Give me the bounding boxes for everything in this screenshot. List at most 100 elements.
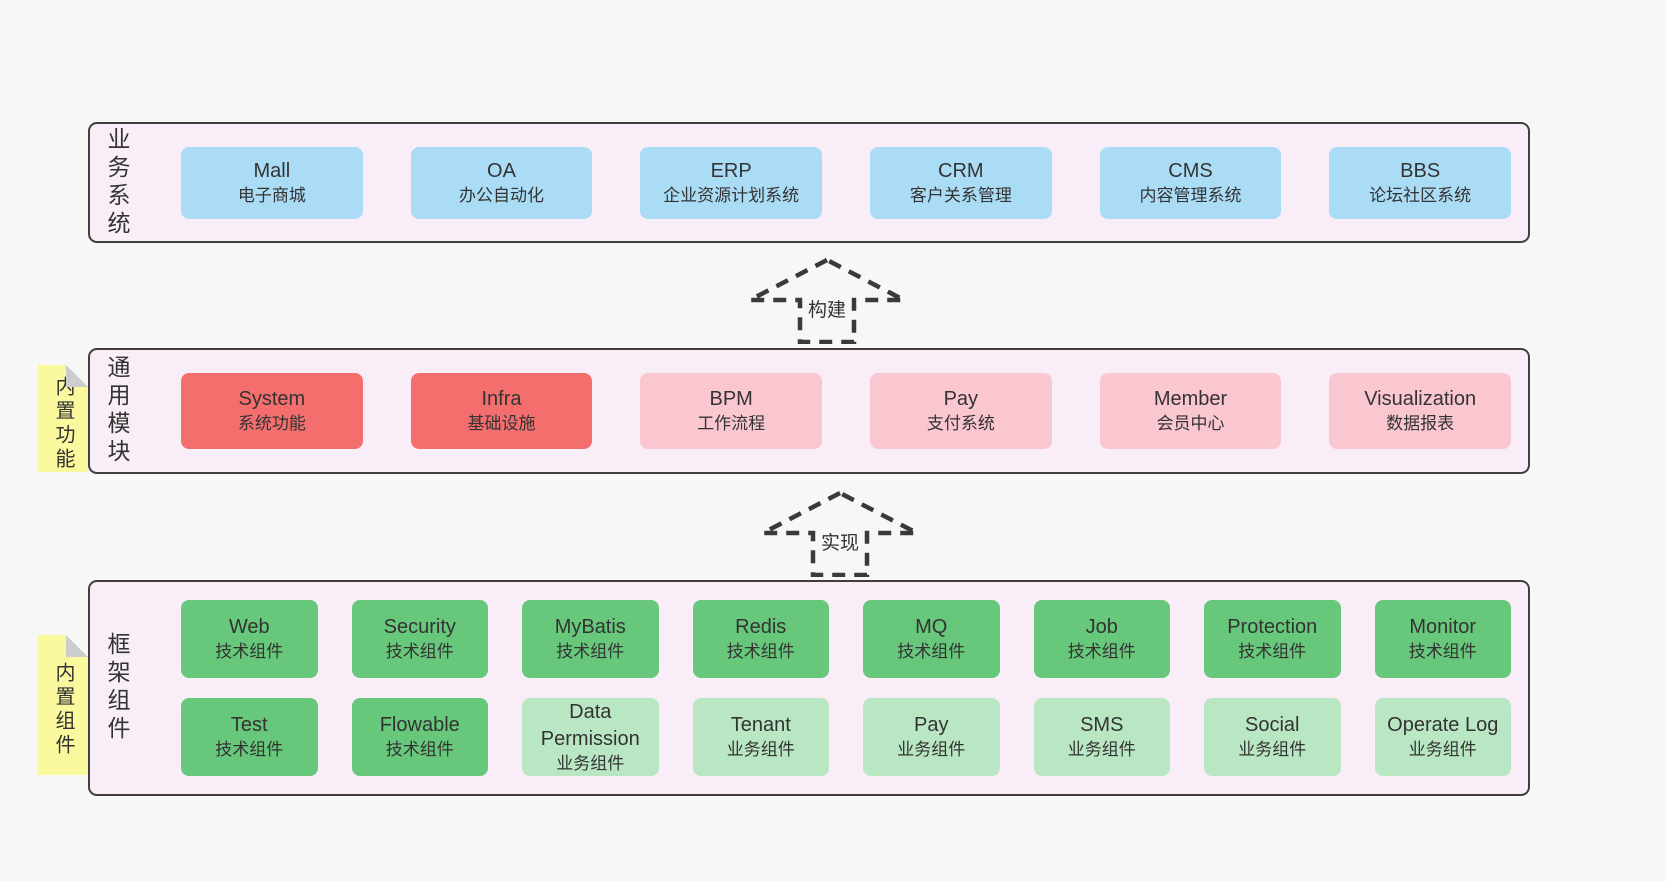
box-subtitle: 业务组件 [897, 740, 966, 760]
box-title: Web [228, 616, 270, 639]
band-label-modules: 通用模块 [104, 355, 130, 467]
box-title: Pay [914, 714, 949, 737]
box-title: OA [487, 159, 516, 182]
box-title: Security [383, 616, 456, 639]
business-systems-band: 业务系统 Mall 电子商城 OA 办公自动化 ERP 企业资源计划系统 CRM… [88, 122, 1530, 243]
box-visualization: Visualization 数据报表 [1329, 373, 1511, 449]
business-boxes-row: Mall 电子商城 OA 办公自动化 ERP 企业资源计划系统 CRM 客户关系… [181, 124, 1511, 241]
box-subtitle: 业务组件 [1067, 740, 1136, 760]
box-subtitle: 技术组件 [215, 740, 284, 760]
box-title: Infra [481, 388, 522, 411]
build-arrow: 构建 [742, 256, 912, 344]
box-operate-log: Operate Log 业务组件 [1374, 698, 1511, 776]
box-title: System [238, 388, 306, 411]
box-redis: Redis 技术组件 [692, 600, 829, 678]
dashed-up-arrow-icon [748, 257, 906, 344]
box-subtitle: 基础设施 [467, 414, 536, 434]
box-title: Monitor [1409, 616, 1477, 639]
box-title: Operate Log [1387, 714, 1499, 737]
box-subtitle: 客户关系管理 [909, 185, 1012, 205]
box-subtitle: 技术组件 [1238, 642, 1307, 662]
box-bbs: BBS 论坛社区系统 [1329, 146, 1511, 219]
box-sms: SMS 业务组件 [1033, 698, 1170, 776]
box-subtitle: 业务组件 [556, 753, 625, 773]
box-social: Social 业务组件 [1204, 698, 1341, 776]
framework-boxes-grid: Web 技术组件 Security 技术组件 MyBatis 技术组件 Redi… [181, 582, 1511, 794]
box-title: Social [1245, 714, 1300, 737]
box-subtitle: 系统功能 [237, 414, 306, 434]
box-subtitle: 电子商城 [237, 185, 306, 205]
build-arrow-label: 构建 [804, 294, 850, 323]
box-title: BPM [709, 388, 753, 411]
common-modules-band: 通用模块 System 系统功能 Infra 基础设施 BPM 工作流程 Pay… [88, 348, 1530, 474]
box-title: Job [1085, 616, 1118, 639]
box-subtitle: 技术组件 [385, 642, 454, 662]
box-mq: MQ 技术组件 [863, 600, 1000, 678]
box-subtitle: 业务组件 [1238, 740, 1307, 760]
box-subtitle: 数据报表 [1386, 414, 1455, 434]
box-pay-biz: Pay 业务组件 [863, 698, 1000, 776]
box-title: Protection [1227, 616, 1318, 639]
band-label-business: 业务系统 [104, 126, 130, 239]
modules-boxes-row: System 系统功能 Infra 基础设施 BPM 工作流程 Pay 支付系统… [181, 350, 1511, 472]
box-title: Pay [943, 388, 979, 411]
box-subtitle: 工作流程 [697, 414, 766, 434]
box-subtitle: 企业资源计划系统 [663, 185, 800, 205]
box-subtitle: 技术组件 [1067, 642, 1136, 662]
box-title: Mall [253, 159, 291, 182]
box-subtitle: 技术组件 [385, 740, 454, 760]
box-title: Redis [735, 616, 787, 639]
note-text: 内置组件 [52, 662, 74, 758]
box-subtitle: 业务组件 [1408, 740, 1477, 760]
built-in-features-note: 内置功能 [38, 365, 88, 472]
band-label-framework: 框架组件 [104, 632, 130, 744]
box-infra: Infra 基础设施 [410, 373, 593, 449]
box-erp: ERP 企业资源计划系统 [640, 146, 822, 219]
box-subtitle: 技术组件 [215, 642, 284, 662]
box-subtitle: 业务组件 [726, 740, 795, 760]
box-pay: Pay 支付系统 [870, 373, 1052, 449]
box-title: Data Permission [540, 700, 640, 750]
box-subtitle: 会员中心 [1156, 414, 1225, 434]
built-in-components-note: 内置组件 [38, 635, 88, 775]
box-subtitle: 支付系统 [926, 414, 995, 434]
box-protection: Protection 技术组件 [1204, 600, 1341, 678]
box-cms: CMS 内容管理系统 [1099, 146, 1282, 219]
box-web: Web 技术组件 [181, 600, 318, 678]
box-member: Member 会员中心 [1099, 373, 1282, 449]
box-system: System 系统功能 [181, 373, 363, 449]
box-subtitle: 论坛社区系统 [1369, 185, 1472, 205]
box-title: SMS [1080, 714, 1124, 737]
box-test: Test 技术组件 [181, 698, 318, 776]
box-flowable: Flowable 技术组件 [351, 698, 488, 776]
box-title: BBS [1400, 159, 1441, 182]
box-subtitle: 技术组件 [897, 642, 966, 662]
box-title: MQ [915, 616, 948, 639]
box-subtitle: 技术组件 [1408, 642, 1477, 662]
box-crm: CRM 客户关系管理 [870, 146, 1052, 219]
box-title: Visualization [1364, 388, 1477, 411]
box-subtitle: 技术组件 [556, 642, 625, 662]
box-bpm: BPM 工作流程 [640, 373, 822, 449]
box-title: CRM [938, 159, 984, 182]
box-tenant: Tenant 业务组件 [692, 698, 829, 776]
box-monitor: Monitor 技术组件 [1374, 600, 1511, 678]
box-title: Tenant [730, 714, 791, 737]
framework-components-band: 框架组件 Web 技术组件 Security 技术组件 MyBatis 技术组件… [88, 580, 1530, 796]
box-job: Job 技术组件 [1033, 600, 1170, 678]
implement-arrow: 实现 [755, 489, 925, 577]
box-mybatis: MyBatis 技术组件 [522, 600, 659, 678]
box-title: CMS [1168, 159, 1213, 182]
implement-arrow-label: 实现 [817, 527, 863, 556]
box-subtitle: 办公自动化 [458, 185, 544, 205]
box-title: ERP [710, 159, 752, 182]
note-text: 内置功能 [52, 375, 74, 472]
box-title: Test [230, 714, 268, 737]
box-subtitle: 技术组件 [726, 642, 795, 662]
box-title: Member [1153, 388, 1228, 411]
dashed-up-arrow-icon [761, 490, 919, 577]
box-security: Security 技术组件 [351, 600, 488, 678]
box-subtitle: 内容管理系统 [1139, 185, 1242, 205]
box-mall: Mall 电子商城 [181, 146, 363, 219]
